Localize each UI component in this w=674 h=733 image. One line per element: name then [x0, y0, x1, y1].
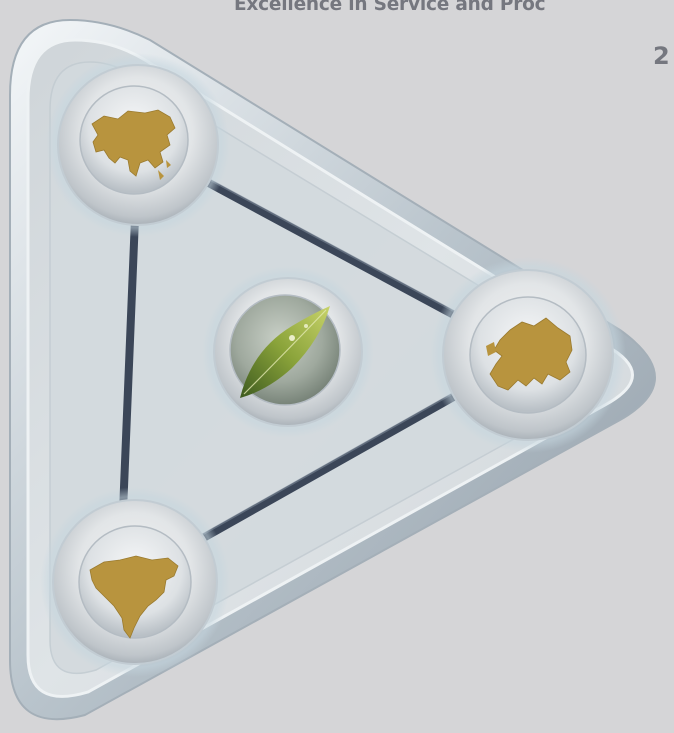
europe-node: [430, 257, 626, 453]
asia-node: [46, 53, 230, 237]
north-america-node: [40, 487, 230, 677]
center-node: [202, 266, 374, 438]
